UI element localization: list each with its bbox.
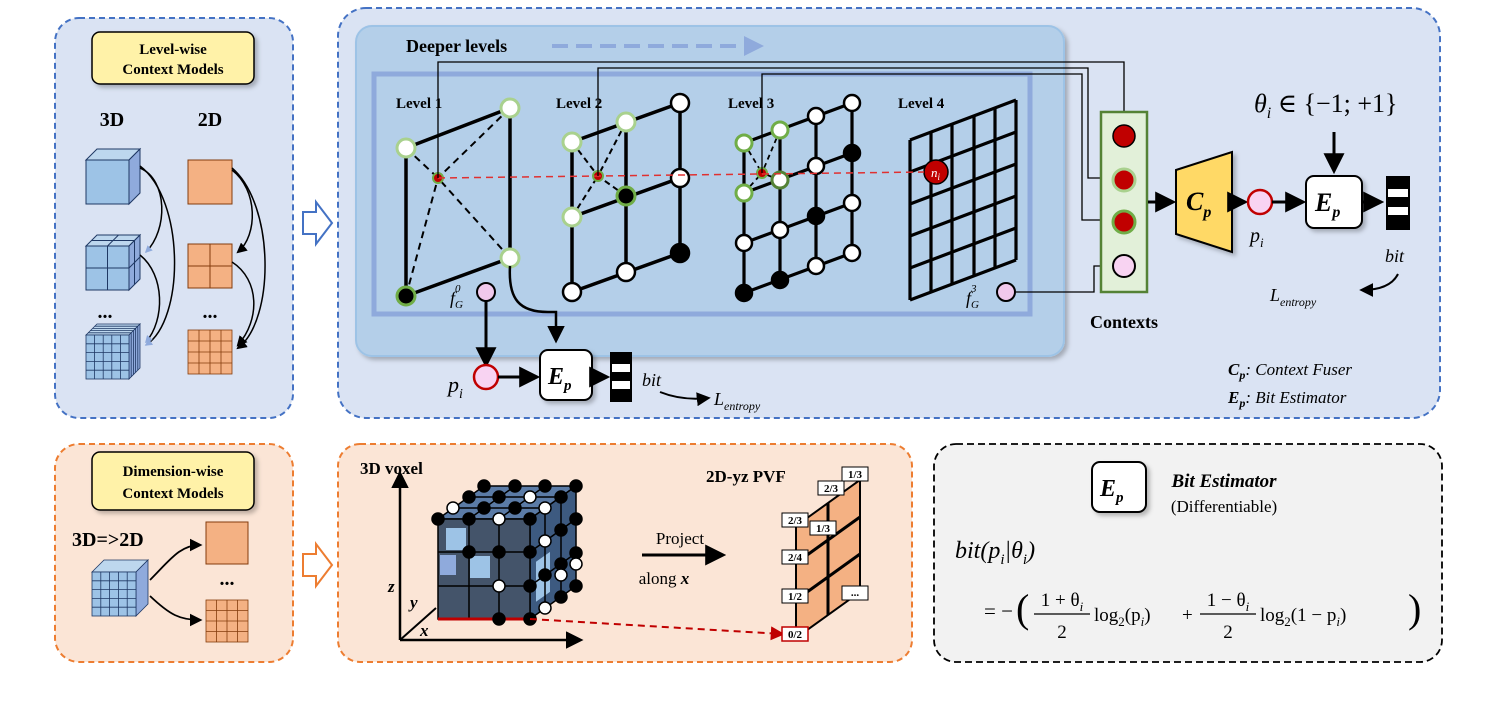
pi-node: [1246, 188, 1274, 216]
project-label-2: along x: [639, 569, 690, 588]
voxel-cube: [431, 479, 583, 626]
svg-text:pi: pi: [446, 372, 463, 402]
formula-rhs: = − ( 1 + θi 2 log2(pi) + 1 − θi 2 log2(…: [984, 586, 1421, 643]
label-2d: 2D: [198, 109, 222, 131]
svg-text:(: (: [1016, 586, 1029, 631]
level1-bottom-branch: pi Ep bit Lentropy: [446, 265, 761, 413]
dimension-square-1: [205, 521, 249, 565]
fg0-label: fG0: [450, 283, 463, 311]
svg-text:2/3: 2/3: [788, 515, 803, 527]
svg-text:2: 2: [1057, 622, 1067, 643]
projection-panel: 3D voxel 2D-yz PVF z y x: [337, 443, 913, 663]
deeper-levels-label: Deeper levels: [406, 36, 507, 56]
contexts-column: Contexts: [1090, 110, 1158, 332]
svg-text:1 + θi: 1 + θi: [1041, 590, 1084, 614]
legend-cp: Cp: Context Fuser: [1228, 360, 1352, 382]
cube-level-3: [85, 323, 141, 380]
bit-estimator-title: Bit Estimator: [1170, 471, 1277, 492]
context-red-line: [437, 171, 925, 179]
svg-text:1/3: 1/3: [816, 523, 831, 535]
context-fuser-trapezoid: [1175, 150, 1233, 254]
level2-label: Level 2: [556, 96, 602, 112]
cube-level-2: [84, 233, 142, 292]
svg-text:y: y: [408, 593, 418, 612]
lentropy-label-right: Lentropy: [1269, 285, 1317, 309]
fg3-node: [996, 282, 1016, 302]
level1-label: Level 1: [396, 96, 442, 112]
bit-label-right: bit: [1385, 246, 1405, 266]
voxel-label: 3D voxel: [360, 459, 423, 478]
axis-y: [399, 607, 437, 641]
svg-text:Lentropy: Lentropy: [713, 389, 761, 413]
svg-text:log2(1 − pi): log2(1 − pi): [1260, 605, 1346, 629]
level4-grid: [908, 98, 1018, 302]
dimension-wise-title-1: Dimension-wise: [123, 464, 224, 480]
svg-text:Ep: Ep: [547, 364, 572, 394]
ep-box-legend: [1091, 461, 1147, 513]
theta-label: θi ∈ {−1; +1}: [1254, 89, 1398, 122]
cube-level-1: [84, 147, 142, 206]
dimension-ellipsis: ...: [220, 568, 235, 590]
formula-lhs: bit(pi|θi): [955, 538, 1035, 568]
node-ni-label: ni: [931, 165, 941, 182]
ellipsis-3d: ...: [98, 301, 113, 323]
svg-text:log2(pi): log2(pi): [1094, 605, 1151, 629]
ellipsis-2d: ...: [203, 301, 218, 323]
dimension-wise-label-box: [91, 451, 255, 511]
level-wise-title-2: Context Models: [122, 62, 223, 78]
level1-graph: [395, 97, 521, 307]
dimension-wise-title-2: Context Models: [122, 486, 223, 502]
ep-label-right: Ep: [1314, 188, 1340, 221]
pi-label: pi: [1248, 225, 1264, 250]
svg-text:bit: bit: [642, 370, 662, 390]
level4-label: Level 4: [898, 96, 945, 112]
level-wise-label-box: [91, 31, 255, 85]
projection-red-arrow: [529, 618, 785, 641]
label-3d: 3D: [100, 109, 124, 131]
bit-estimator-subtitle: (Differentiable): [1171, 497, 1277, 516]
right-branch: Cp pi Ep θi ∈ {−1; +1} bit Lentropy Cp: …: [1148, 89, 1410, 410]
dimension-cube: [91, 559, 149, 617]
svg-text:0/2: 0/2: [788, 629, 803, 641]
svg-text:1 − θi: 1 − θi: [1207, 590, 1250, 614]
svg-text:): ): [1408, 586, 1421, 631]
bit-estimator-panel: Ep Bit Estimator (Differentiable) bit(pi…: [933, 443, 1443, 663]
fg3-label: fG3: [966, 283, 979, 311]
dimension-square-2: [205, 599, 249, 643]
level-wise-title-1: Level-wise: [139, 42, 207, 58]
svg-text:2/3: 2/3: [824, 483, 839, 495]
svg-text:= −: = −: [984, 599, 1013, 623]
arrow-to-hierarchy: [302, 199, 334, 247]
svg-text:x: x: [419, 621, 429, 640]
dimension-wise-panel: Dimension-wise Context Models 3D=>2D ...: [54, 443, 294, 663]
svg-text:2/4: 2/4: [788, 552, 803, 564]
svg-text:1/3: 1/3: [848, 469, 863, 481]
hierarchy-panel: Deeper levels Level 1 Level 2 Level 3 Le…: [337, 7, 1441, 419]
ep-label-legend: Ep: [1099, 476, 1124, 506]
svg-text:...: ...: [851, 587, 860, 599]
arrow-to-projection: [302, 541, 334, 589]
cp-label: Cp: [1186, 187, 1211, 221]
level3-label: Level 3: [728, 96, 774, 112]
contexts-label: Contexts: [1090, 312, 1158, 332]
level-wise-panel: Level-wise Context Models 3D 2D ...: [54, 17, 294, 419]
legend-ep: Ep: Bit Estimator: [1227, 388, 1347, 410]
pvf-cells: 1/3 2/3 1/3 2/3 2/4 1/2 0/2 ...: [781, 466, 869, 642]
fg0-node: [476, 282, 496, 302]
square-level-2: [187, 243, 233, 289]
level-wise-arrows: [139, 165, 266, 350]
square-level-1: [187, 159, 233, 205]
dimension-wise-label: 3D=>2D: [72, 529, 144, 551]
svg-text:2: 2: [1223, 622, 1233, 643]
svg-text:1/2: 1/2: [788, 591, 803, 603]
project-label-1: Project: [656, 529, 704, 548]
level2-graph: [561, 92, 691, 303]
pvf-label: 2D-yz PVF: [706, 467, 786, 486]
svg-text:+: +: [1182, 605, 1193, 626]
square-level-3: [187, 329, 233, 375]
svg-text:z: z: [387, 577, 395, 596]
